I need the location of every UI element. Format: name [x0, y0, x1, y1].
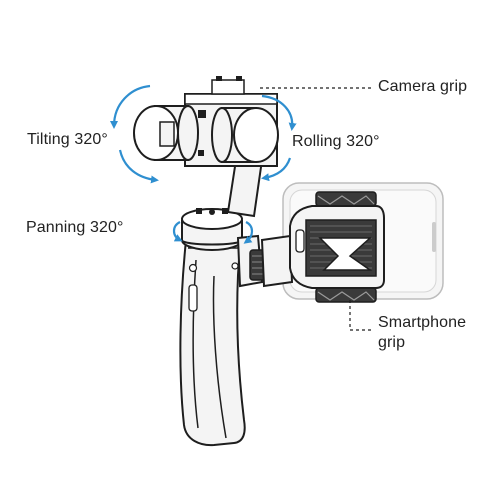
tilting-label: Tilting 320° [27, 131, 108, 148]
smartphone-clamp [289, 191, 385, 303]
roll-arm [236, 234, 294, 288]
tilt-motor [133, 105, 199, 161]
panning-label: Panning 320° [26, 219, 124, 236]
smartphone-grip-label-line1: Smartphone [378, 314, 467, 331]
rolling-label: Rolling 320° [292, 133, 380, 150]
smartphone-grip-label-line2: grip [378, 334, 406, 351]
pan-motor [181, 208, 243, 251]
roll-motor [211, 107, 279, 163]
camera-grip-label: Camera grip [378, 78, 468, 95]
dashed-leader-line [260, 87, 372, 331]
handle [179, 238, 246, 447]
rotation-arrow-icon [110, 84, 297, 244]
